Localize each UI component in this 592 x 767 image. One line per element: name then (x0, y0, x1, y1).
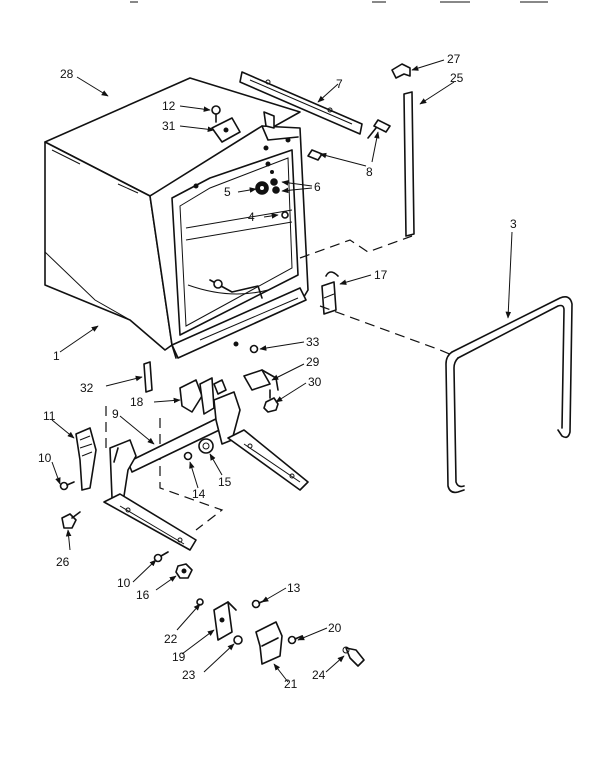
screw-part-12 (211, 105, 221, 123)
label-part-32: 32 (80, 381, 94, 395)
leg-part-11 (75, 427, 97, 491)
label-part-12: 12 (162, 99, 176, 113)
label-part-3: 3 (510, 217, 517, 231)
bracket-part-19 (213, 601, 237, 641)
label-part-26: 26 (56, 555, 70, 569)
label-part-8: 8 (366, 165, 373, 179)
base-frame-part-9 (103, 379, 309, 551)
label-part-6: 6 (314, 180, 321, 194)
door-gasket-part-3 (445, 296, 573, 494)
label-part-10-lower: 10 (117, 576, 131, 590)
trim-strip-part-25 (403, 91, 415, 237)
label-part-31: 31 (162, 119, 176, 133)
leader-lines (51, 59, 513, 683)
label-part-1: 1 (53, 349, 60, 363)
label-part-30: 30 (308, 375, 322, 389)
screw-part-23 (233, 635, 243, 645)
top-rail-part-7 (239, 71, 363, 135)
label-part-22: 22 (164, 632, 178, 646)
label-part-4: 4 (248, 210, 255, 224)
screw-part-33 (233, 341, 259, 354)
clip-part-17 (321, 271, 339, 315)
label-part-27: 27 (447, 52, 461, 66)
screws-part-8 (307, 119, 391, 161)
label-part-20: 20 (328, 621, 342, 635)
label-part-16: 16 (136, 588, 150, 602)
screw-part-30 (263, 389, 279, 413)
screw-part-20 (287, 635, 303, 645)
nut-part-16 (175, 563, 193, 579)
label-part-15: 15 (218, 475, 232, 489)
label-part-17: 17 (374, 268, 388, 282)
label-part-21: 21 (284, 677, 298, 691)
bracket-part-31 (211, 117, 241, 143)
label-part-14: 14 (192, 487, 206, 501)
label-part-11: 11 (43, 409, 56, 423)
screw-part-10-upper (59, 481, 75, 491)
strip-part-32 (143, 361, 153, 393)
label-part-28: 28 (60, 67, 74, 81)
label-part-19: 19 (172, 650, 186, 664)
part-labels: 28 12 31 7 8 5 6 4 27 25 3 17 1 33 29 30… (38, 52, 517, 691)
screw-part-10-lower (153, 551, 169, 563)
clip-part-24 (342, 646, 365, 667)
screw-part-4 (281, 211, 289, 219)
tub-assembly (44, 77, 309, 359)
label-part-5: 5 (224, 185, 231, 199)
label-part-33: 33 (306, 335, 320, 349)
foot-part-15 (198, 438, 214, 454)
latch-parts-5-6 (255, 170, 280, 195)
label-part-13: 13 (287, 581, 301, 595)
label-part-7: 7 (336, 77, 343, 91)
bracket-part-21 (255, 621, 283, 665)
label-part-10-upper: 10 (38, 451, 52, 465)
label-part-29: 29 (306, 355, 320, 369)
foot-part-26 (61, 511, 81, 529)
bracket-part-18 (179, 377, 215, 415)
label-part-25: 25 (450, 71, 464, 85)
cap-part-27 (391, 63, 411, 79)
label-part-9: 9 (112, 407, 119, 421)
label-part-24: 24 (312, 668, 326, 682)
label-part-18: 18 (130, 395, 144, 409)
screw-part-14 (183, 451, 193, 461)
label-part-23: 23 (182, 668, 196, 682)
